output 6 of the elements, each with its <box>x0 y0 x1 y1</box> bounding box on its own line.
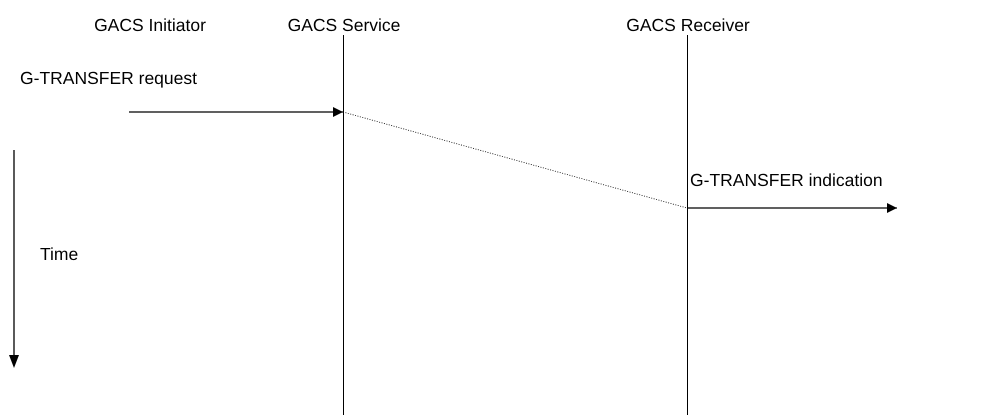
message-arrow <box>129 107 343 117</box>
participant-heading: GACS Service <box>288 15 400 35</box>
participant-heading: GACS Receiver <box>626 15 750 35</box>
message-arrow <box>687 203 897 213</box>
participant-heading: GACS Initiator <box>94 15 206 35</box>
dotted-connector <box>342 112 688 208</box>
